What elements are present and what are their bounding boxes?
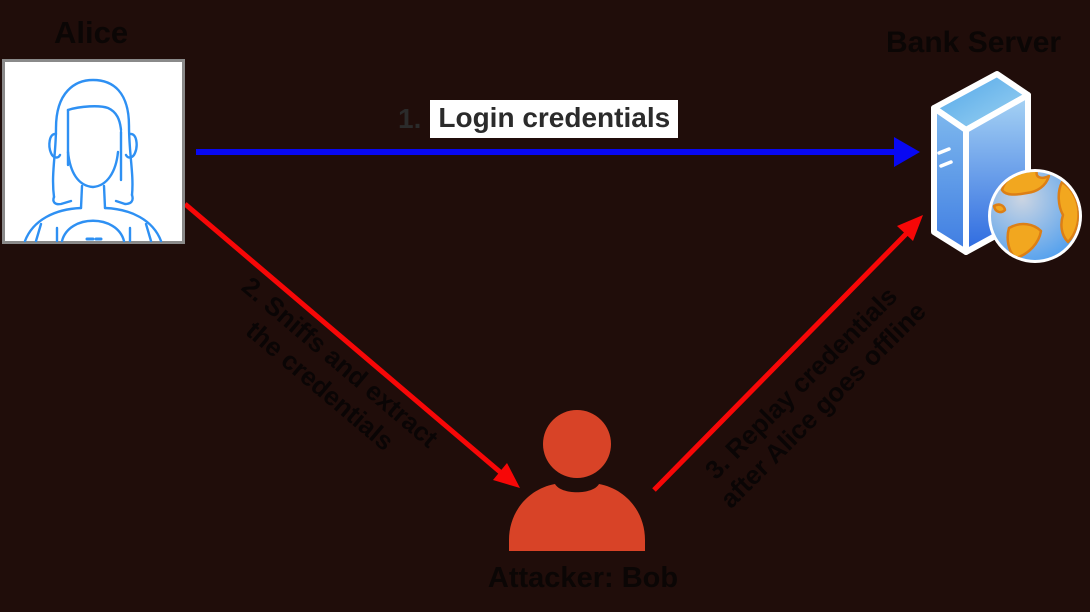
attacker-head bbox=[543, 410, 611, 478]
replay-arrowhead-icon bbox=[897, 215, 923, 241]
bank-server-label: Bank Server bbox=[886, 26, 1062, 59]
globe-icon bbox=[988, 169, 1082, 263]
server-globe-icon bbox=[931, 71, 1082, 263]
replay-arrow-line bbox=[652, 230, 910, 492]
login-arrow bbox=[196, 137, 920, 167]
person-silhouette-icon bbox=[509, 410, 645, 551]
login-message-number: 1. bbox=[398, 103, 422, 134]
replay-arrow bbox=[652, 215, 923, 492]
alice-portrait bbox=[2, 59, 185, 244]
login-message: 1. Login credentials bbox=[398, 100, 679, 138]
attacker-body bbox=[509, 484, 645, 551]
login-message-text: Login credentials bbox=[430, 100, 679, 138]
server-vent-dashes bbox=[937, 147, 953, 168]
woman-portrait-icon bbox=[23, 78, 163, 243]
sniff-arrow-line bbox=[183, 202, 508, 479]
login-arrowhead-icon bbox=[894, 137, 920, 167]
attacker-label: Attacker: Bob bbox=[487, 562, 679, 594]
sniff-arrow bbox=[183, 202, 520, 488]
sniff-arrowhead-icon bbox=[493, 463, 520, 488]
alice-label: Alice bbox=[54, 15, 129, 50]
